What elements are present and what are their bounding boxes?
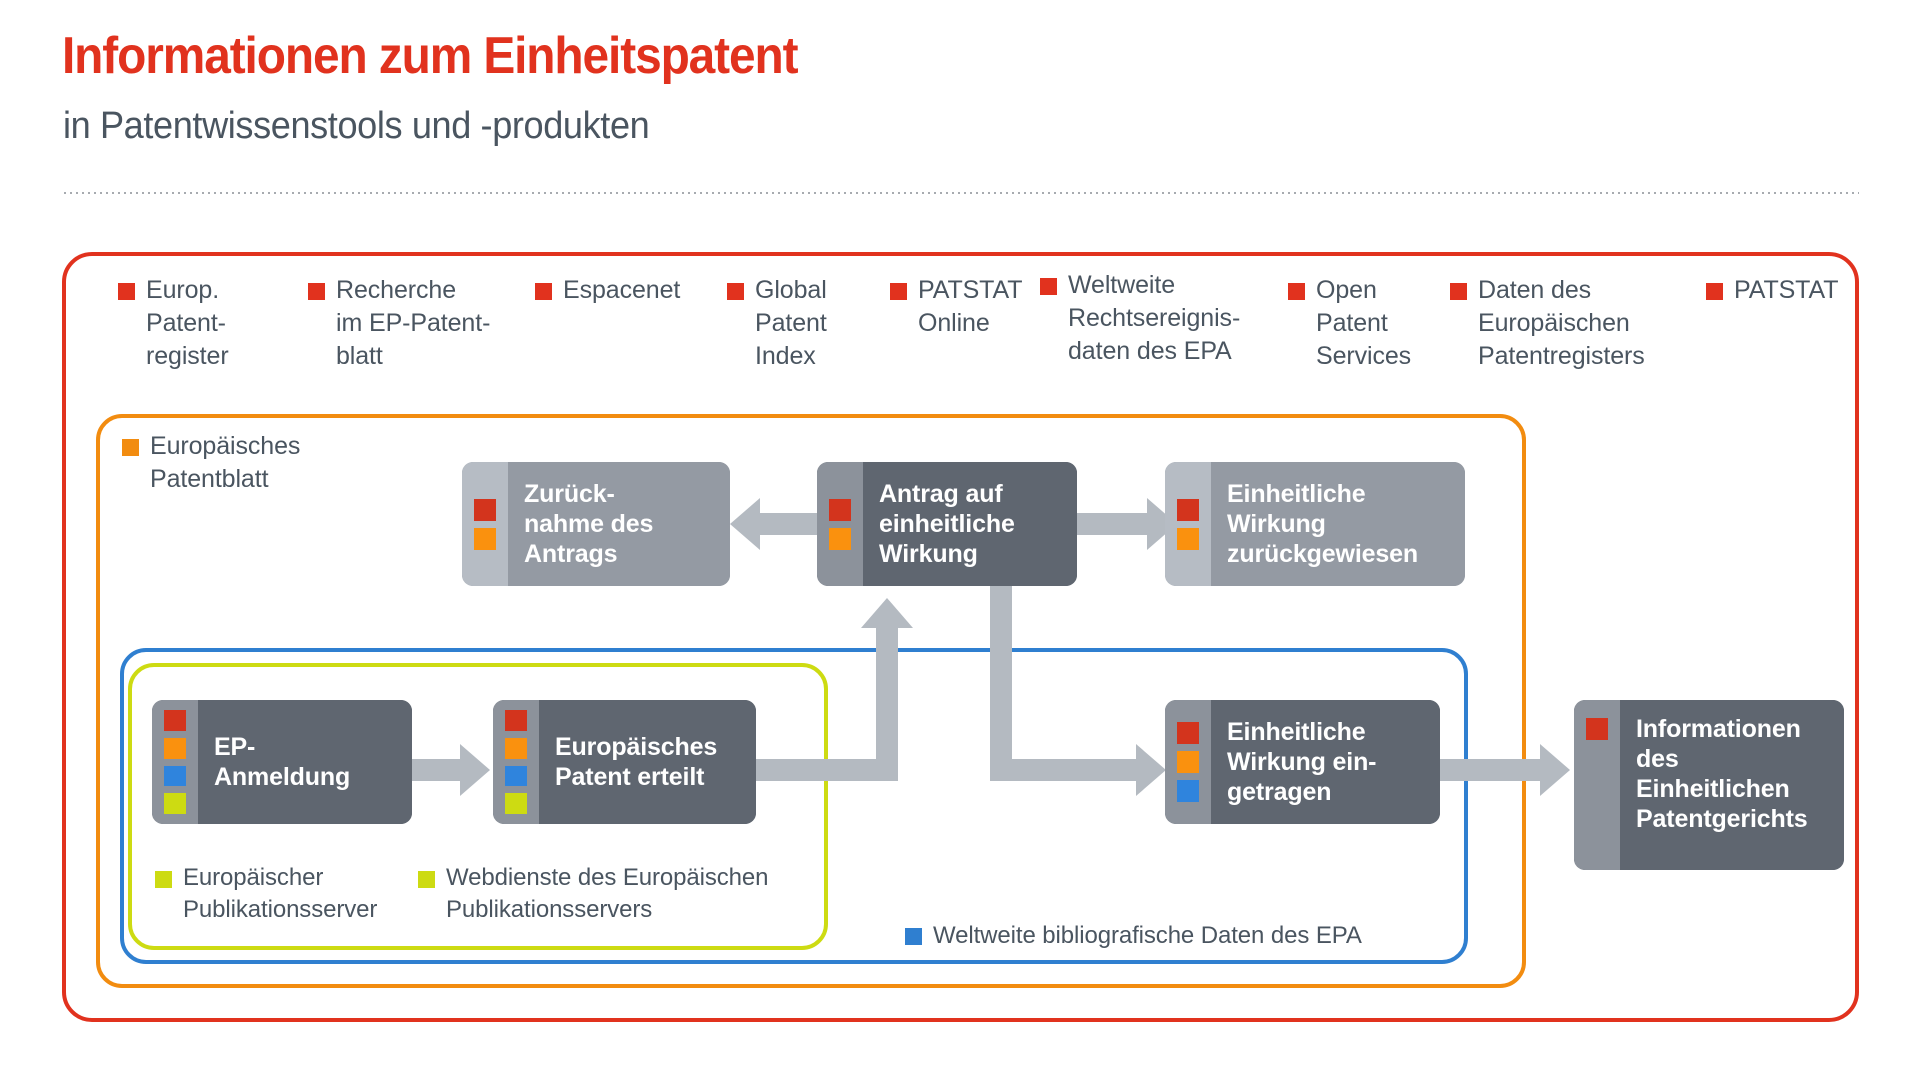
node-label: Einheitliche Wirkung ein- getragen bbox=[1211, 700, 1440, 824]
red-swatch-icon bbox=[1288, 283, 1305, 300]
node-antrag-auf-einheitliche-wirkung[interactable]: Antrag auf einheitliche Wirkung bbox=[817, 462, 1077, 586]
header-divider bbox=[62, 192, 1859, 194]
red-marker-icon bbox=[829, 498, 851, 521]
marker-strip bbox=[1574, 700, 1620, 870]
connector-erteilt-elbow-vertical bbox=[876, 628, 898, 781]
yellow-swatch-icon bbox=[418, 871, 435, 888]
node-einheitliche-wirkung-zurueckgewiesen[interactable]: Einheitliche Wirkung zurückgewiesen bbox=[1165, 462, 1465, 586]
orange-marker-icon bbox=[829, 527, 851, 550]
legend-item-weltweite-rechtsereignisdaten: Weltweite Rechtsereignis- daten des EPA bbox=[1040, 269, 1270, 368]
orange-marker-icon bbox=[164, 737, 186, 759]
connector-eingetragen-to-patentgericht bbox=[1440, 759, 1540, 781]
arrowhead-up-icon bbox=[861, 598, 913, 628]
legend-item-europaeisches-patentblatt: Europäisches Patentblatt bbox=[122, 430, 322, 496]
yellow-marker-icon bbox=[505, 793, 527, 814]
node-label: Informationen des Einheitlichen Patentge… bbox=[1620, 700, 1844, 870]
legend-label: Espacenet bbox=[563, 276, 681, 304]
legend-label: Webdienste des Europäischen Publikations… bbox=[446, 864, 769, 923]
node-label: Zurück- nahme des Antrags bbox=[508, 462, 730, 586]
legend-label: Europäisches Patentblatt bbox=[150, 432, 301, 493]
red-swatch-icon bbox=[118, 283, 135, 300]
red-marker-icon bbox=[1177, 498, 1199, 521]
legend-label: Daten des Europäischen Patentregisters bbox=[1478, 276, 1645, 370]
blue-swatch-icon bbox=[905, 928, 922, 945]
legend-item-europ-patentregister: Europ. Patent- register bbox=[118, 274, 278, 373]
marker-strip bbox=[462, 462, 508, 586]
orange-marker-icon bbox=[505, 737, 527, 759]
orange-frame bbox=[96, 414, 1526, 988]
red-swatch-icon bbox=[890, 283, 907, 300]
orange-marker-icon bbox=[1177, 751, 1199, 773]
marker-strip bbox=[1165, 700, 1211, 824]
red-swatch-icon bbox=[308, 283, 325, 300]
red-marker-icon bbox=[1586, 718, 1608, 740]
legend-label: Weltweite Rechtsereignis- daten des EPA bbox=[1068, 271, 1241, 365]
legend-item-espacenet: Espacenet bbox=[535, 274, 695, 307]
red-marker-icon bbox=[505, 710, 527, 731]
arrowhead-left-icon bbox=[730, 498, 760, 550]
yellow-swatch-icon bbox=[155, 871, 172, 888]
orange-swatch-icon bbox=[122, 439, 139, 456]
legend-item-patstat-online: PATSTAT Online bbox=[890, 274, 1030, 340]
legend-item-open-patent-services: Open Patent Services bbox=[1288, 274, 1428, 373]
red-swatch-icon bbox=[727, 283, 744, 300]
marker-strip bbox=[493, 700, 539, 824]
yellow-marker-icon bbox=[164, 793, 186, 814]
orange-marker-icon bbox=[1177, 527, 1199, 550]
red-swatch-icon bbox=[1450, 283, 1467, 300]
connector-antrag-elbow-vertical bbox=[990, 573, 1012, 781]
red-marker-icon bbox=[474, 498, 496, 521]
connector-anmeldung-to-erteilt bbox=[412, 759, 460, 781]
connector-antrag-elbow-horizontal bbox=[990, 759, 1136, 781]
legend-label: PATSTAT Online bbox=[918, 276, 1023, 337]
connector-antrag-to-zuruecknahme bbox=[760, 513, 826, 535]
arrowhead-right-icon bbox=[1136, 744, 1166, 796]
legend-label: Recherche im EP-Patent- blatt bbox=[336, 276, 491, 370]
red-marker-icon bbox=[1177, 722, 1199, 744]
arrowhead-right-icon bbox=[1540, 744, 1570, 796]
node-ep-anmeldung[interactable]: EP- Anmeldung bbox=[152, 700, 412, 824]
red-swatch-icon bbox=[535, 283, 552, 300]
legend-item-daten-europaeisches-patentregister: Daten des Europäischen Patentregisters bbox=[1450, 274, 1670, 373]
node-label: EP- Anmeldung bbox=[198, 700, 412, 824]
page-subtitle: in Patentwissenstools und -produkten bbox=[63, 105, 650, 147]
legend-item-patstat: PATSTAT bbox=[1706, 274, 1856, 307]
red-swatch-icon bbox=[1706, 283, 1723, 300]
blue-marker-icon bbox=[164, 765, 186, 787]
orange-marker-icon bbox=[474, 527, 496, 550]
red-swatch-icon bbox=[1040, 278, 1057, 295]
node-label: Einheitliche Wirkung zurückgewiesen bbox=[1211, 462, 1465, 586]
legend-item-weltweite-bibliografische-daten: Weltweite bibliografische Daten des EPA bbox=[905, 920, 1465, 952]
connector-erteilt-elbow-horizontal bbox=[756, 759, 898, 781]
legend-item-webdienste-publikationsserver: Webdienste des Europäischen Publikations… bbox=[418, 862, 818, 926]
legend-item-recherche-ep-patentblatt: Recherche im EP-Patent- blatt bbox=[308, 274, 498, 373]
yellow-frame bbox=[128, 663, 828, 950]
legend-item-europaeischer-publikationsserver: Europäischer Publikationsserver bbox=[155, 862, 405, 926]
blue-frame bbox=[120, 648, 1468, 964]
page-title: Informationen zum Einheitspatent bbox=[62, 27, 799, 85]
node-einheitliche-wirkung-eingetragen[interactable]: Einheitliche Wirkung ein- getragen bbox=[1165, 700, 1440, 824]
marker-strip bbox=[1165, 462, 1211, 586]
node-label: Europäisches Patent erteilt bbox=[539, 700, 756, 824]
red-frame bbox=[62, 252, 1859, 1022]
legend-label: Open Patent Services bbox=[1316, 276, 1412, 370]
legend-label: Global Patent Index bbox=[755, 276, 827, 370]
legend-label: Weltweite bibliografische Daten des EPA bbox=[933, 922, 1362, 949]
legend-label: PATSTAT bbox=[1734, 276, 1839, 304]
blue-marker-icon bbox=[505, 765, 527, 787]
marker-strip bbox=[152, 700, 198, 824]
red-marker-icon bbox=[164, 710, 186, 731]
legend-label: Europ. Patent- register bbox=[146, 276, 229, 370]
marker-strip bbox=[817, 462, 863, 586]
node-informationen-einheitliches-patentgericht[interactable]: Informationen des Einheitlichen Patentge… bbox=[1574, 700, 1844, 870]
node-label: Antrag auf einheitliche Wirkung bbox=[863, 462, 1077, 586]
node-europaeisches-patent-erteilt[interactable]: Europäisches Patent erteilt bbox=[493, 700, 756, 824]
node-zuruecknahme-des-antrags[interactable]: Zurück- nahme des Antrags bbox=[462, 462, 730, 586]
legend-label: Europäischer Publikationsserver bbox=[183, 864, 378, 923]
arrowhead-right-icon bbox=[460, 744, 490, 796]
connector-antrag-to-zurueckgewiesen bbox=[1077, 513, 1147, 535]
blue-marker-icon bbox=[1177, 780, 1199, 802]
legend-item-global-patent-index: Global Patent Index bbox=[727, 274, 857, 373]
